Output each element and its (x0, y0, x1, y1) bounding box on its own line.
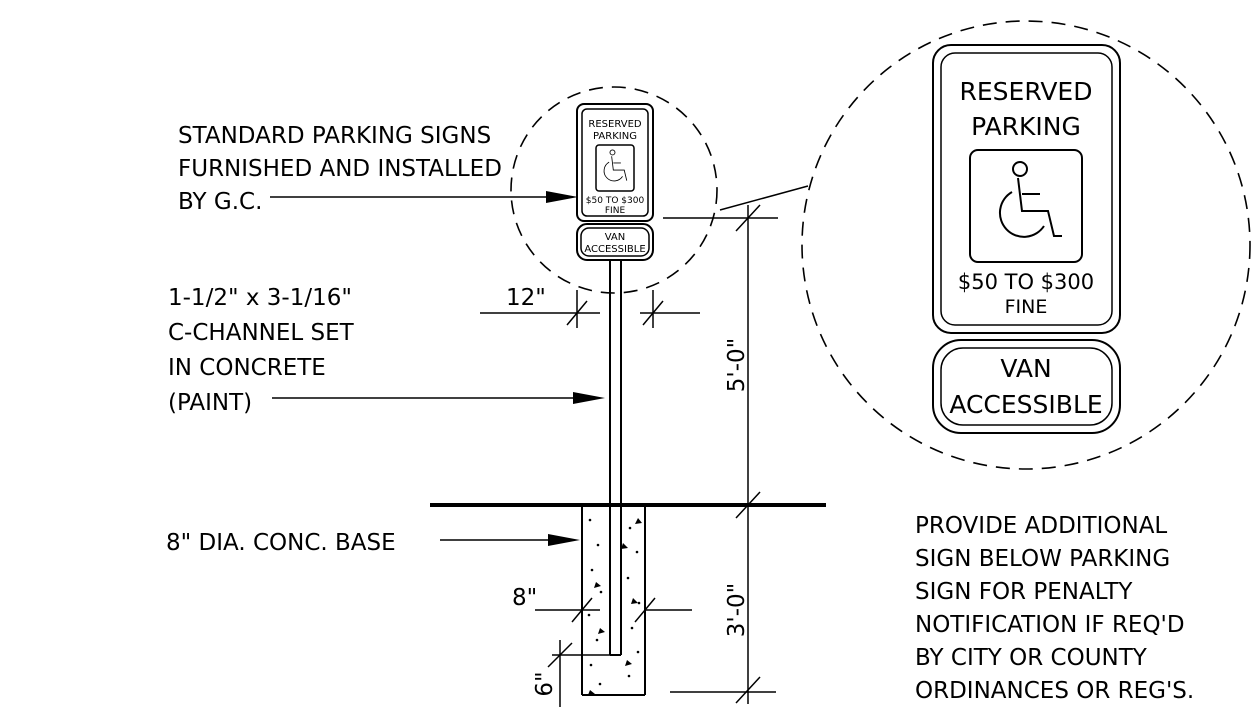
large-wheelchair-icon (998, 161, 1062, 238)
note-line2: SIGN BELOW PARKING (915, 546, 1170, 572)
callout-standard-signs-line3: BY G.C. (178, 189, 262, 215)
tick-mark (571, 597, 593, 623)
callout-standard-signs-line2: FURNISHED AND INSTALLED (178, 156, 502, 182)
tick-mark (735, 491, 761, 519)
detail-circle-small (510, 86, 718, 294)
concrete-hatch (587, 518, 642, 695)
tick-mark (735, 204, 761, 232)
tick-mark (547, 642, 573, 668)
tick-mark (566, 300, 588, 326)
tick-mark (735, 676, 761, 704)
note-block: PROVIDE ADDITIONAL SIGN BELOW PARKING SI… (915, 513, 1194, 704)
dim-base-dia-text: 8" (512, 585, 537, 611)
note-line4: NOTIFICATION IF REQ'D (915, 612, 1185, 638)
large-sign-fine-amount: $50 TO $300 (958, 270, 1094, 294)
detail-leader (719, 185, 809, 211)
small-sign-reserved: RESERVED (588, 119, 641, 130)
dim-sign-width-text: 12" (506, 285, 546, 311)
callout-standard-signs-line1: STANDARD PARKING SIGNS (178, 123, 491, 149)
small-sign-parking: PARKING (593, 131, 637, 142)
callout-c-channel-line4: (PAINT) (168, 390, 252, 416)
c-channel-post (609, 260, 622, 656)
large-van-plate-inner (940, 347, 1113, 426)
small-van-plate-inner (580, 227, 650, 257)
small-accessibility-icon-box (595, 144, 635, 192)
small-accessible-text: ACCESSIBLE (584, 244, 645, 255)
dim-height-above-text: 5'-0" (724, 338, 750, 392)
note-line5: BY CITY OR COUNTY (915, 645, 1148, 671)
arrowhead (548, 534, 580, 546)
dim-bottom-text: 6" (532, 671, 558, 696)
small-sign-fine-amount: $50 TO $300 (586, 196, 645, 206)
note-line1: PROVIDE ADDITIONAL (915, 513, 1167, 539)
large-sign-panel-inner (940, 52, 1113, 326)
large-accessible-text: ACCESSIBLE (949, 390, 1102, 419)
small-sign-assembly: RESERVED PARKING $50 TO $300 FINE VAN AC… (510, 86, 718, 294)
arrowhead (546, 191, 578, 203)
dimension-sign-width: 12" (480, 285, 700, 328)
small-van-text: VAN (605, 232, 626, 243)
large-sign-fine: FINE (1005, 296, 1048, 318)
large-sign-parking: PARKING (971, 112, 1081, 141)
callout-standard-signs: STANDARD PARKING SIGNS FURNISHED AND INS… (178, 123, 578, 215)
tick-mark (634, 597, 656, 623)
tick-mark (642, 300, 664, 326)
note-line6: ORDINANCES OR REG'S. (915, 678, 1194, 704)
dimension-base-dia: 8" (512, 585, 692, 623)
dimension-bottom: 6" (532, 640, 612, 707)
small-sign-fine: FINE (605, 206, 626, 216)
callout-c-channel: 1-1/2" x 3-1/16" C-CHANNEL SET IN CONCRE… (168, 285, 605, 416)
concrete-footing (581, 507, 646, 696)
small-van-plate-outer (576, 223, 654, 261)
callout-conc-base-text: 8" DIA. CONC. BASE (166, 530, 396, 556)
large-sign-reserved: RESERVED (960, 77, 1093, 106)
large-sign-panel-outer (932, 44, 1121, 334)
large-van-text: VAN (1000, 354, 1051, 383)
large-accessibility-icon-box (969, 149, 1083, 263)
callout-conc-base: 8" DIA. CONC. BASE (166, 530, 580, 556)
small-sign-panel-inner (581, 108, 649, 217)
enlarged-sign-detail: RESERVED PARKING $50 TO $300 FINE VAN AC… (719, 20, 1251, 470)
detail-circle-large (801, 20, 1251, 470)
note-line3: SIGN FOR PENALTY (915, 579, 1133, 605)
dimension-vertical: 5'-0" 3'-0" (663, 204, 778, 704)
dim-depth-below-text: 3'-0" (724, 583, 750, 637)
callout-c-channel-line3: IN CONCRETE (168, 355, 326, 381)
small-sign-panel-outer (576, 103, 654, 222)
small-wheelchair-icon (603, 149, 628, 182)
callout-c-channel-line2: C-CHANNEL SET (168, 320, 355, 346)
callout-c-channel-line1: 1-1/2" x 3-1/16" (168, 285, 352, 311)
large-van-plate-outer (932, 339, 1121, 434)
arrowhead (573, 392, 605, 404)
